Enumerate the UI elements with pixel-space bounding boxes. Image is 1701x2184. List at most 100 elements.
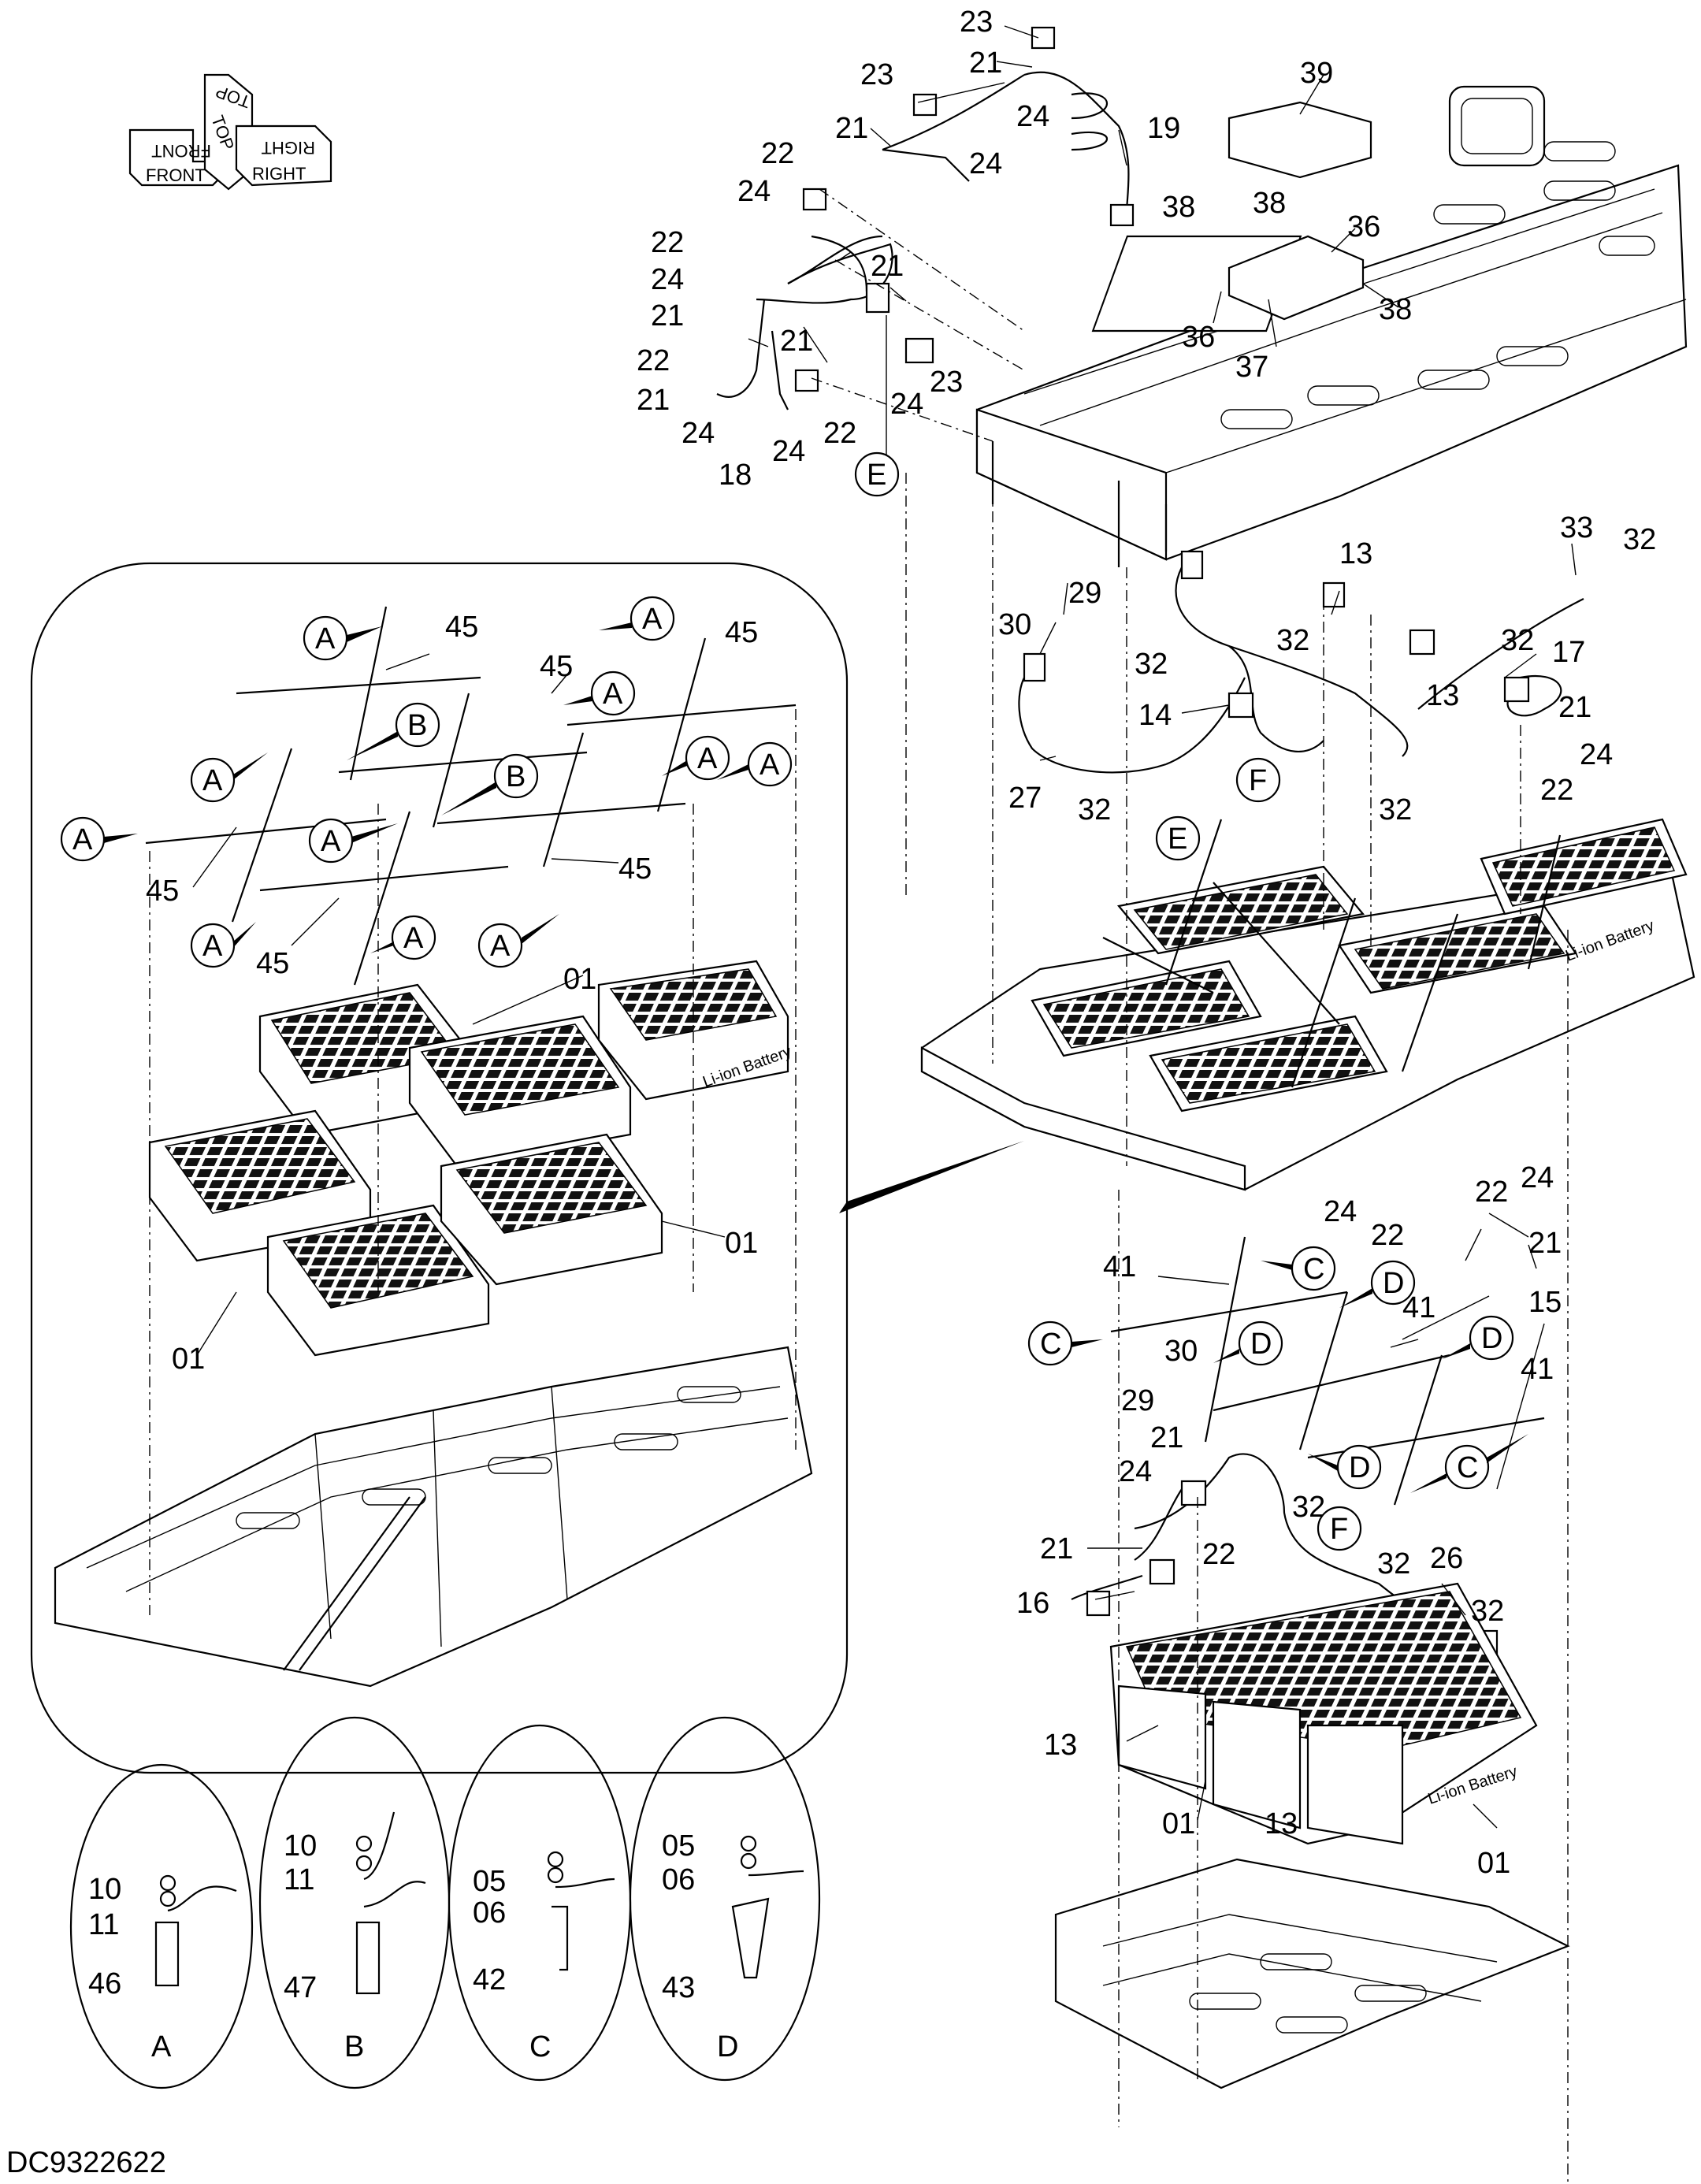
svg-text:D: D [1481,1322,1502,1355]
label-24: 24 [651,263,684,296]
svg-text:A: A [603,678,623,711]
label-14: 14 [1138,699,1172,732]
label-32: 32 [1078,793,1111,826]
label-01: 01 [563,963,596,996]
part-39-box [1227,101,1372,179]
label-21: 21 [871,250,904,283]
label-22: 22 [651,226,684,259]
svg-text:A: A [72,823,93,856]
label-13: 13 [1265,1807,1298,1840]
label-18: 18 [719,459,752,492]
svg-text:D: D [1383,1267,1404,1300]
label-21: 21 [1558,691,1591,724]
label-11: 11 [284,1863,314,1896]
label-30: 30 [1164,1335,1198,1368]
ref-bubble-b: B [395,702,440,748]
label-45: 45 [618,852,652,886]
ref-bubble-e: E [1155,815,1201,861]
ref-bubble-a: A [685,735,730,781]
svg-text:A: A [202,764,223,797]
label-13: 13 [1426,679,1459,712]
label-17: 17 [1552,636,1585,669]
label-32: 32 [1501,624,1534,657]
svg-text:B: B [506,760,526,793]
label-43: 43 [662,1971,695,2004]
label-22: 22 [1475,1176,1508,1209]
orientation-front-label: FRONT [146,165,206,185]
mid-harness [1018,550,1584,774]
svg-text:C: C [1303,1253,1324,1286]
label-30: 30 [998,608,1031,641]
label-38: 38 [1162,191,1195,224]
label-23: 23 [860,58,893,91]
label-24: 24 [1016,100,1049,133]
label-21: 21 [651,299,684,332]
lower-right-assembly: Li-ion Battery [1054,1236,1570,2089]
label-45: 45 [725,616,758,649]
label-46: 46 [88,1967,121,2000]
ref-bubble-a: A [391,915,436,960]
label-29: 29 [1121,1384,1154,1417]
label-05: 05 [662,1829,695,1863]
orientation-icon: FRONT TOP RIGHT FRONT TOP RIGHT [128,73,332,191]
label-33: 33 [1560,511,1593,544]
label-11: 11 [88,1908,119,1941]
ref-bubble-a: A [60,816,106,862]
svg-text:A: A [490,930,511,963]
svg-text:B: B [407,709,427,742]
label-22: 22 [1540,774,1573,807]
reference-bubbles: E F E F A A A B A B A A A A A A A C D C … [60,451,1528,1551]
detail-frame [54,1346,813,1688]
ref-bubble-a: A [747,741,793,787]
svg-text:A: A [642,603,663,636]
ref-bubble-b: B [493,753,539,799]
svg-text:A: A [697,742,718,775]
label-01: 01 [172,1343,205,1376]
detail-b [258,1716,451,2089]
ref-bubble-e: E [854,451,900,497]
ref-bubble-a: A [630,596,675,641]
part-37-bracket [1227,235,1365,321]
ref-bubble-a: A [308,818,354,864]
label-24: 24 [1521,1161,1554,1194]
label-22: 22 [1202,1538,1235,1571]
caption-a: A [151,2030,172,2063]
label-21: 21 [1528,1227,1562,1260]
label-45: 45 [540,650,573,683]
label-32: 32 [1135,648,1168,681]
label-24: 24 [1580,738,1613,771]
ref-bubble-c: C [1291,1246,1336,1291]
caption-c: C [529,2030,551,2063]
callout-leaders [192,25,1577,1829]
label-26: 26 [1430,1542,1463,1575]
detail-a [69,1763,254,2089]
orientation-right-mirror-label: RIGHT [262,138,315,158]
detail-box-battery-mounting: Li-ion Battery [30,562,1024,1774]
label-01: 01 [725,1227,758,1260]
label-45: 45 [445,611,478,644]
svg-text:A: A [321,825,341,858]
label-39: 39 [1300,57,1333,90]
label-21: 21 [969,46,1002,80]
label-19: 19 [1147,112,1180,145]
label-15: 15 [1528,1286,1562,1319]
label-06: 06 [473,1896,506,1930]
label-47: 47 [284,1971,317,2004]
label-32: 32 [1623,523,1656,556]
ref-bubble-f: F [1235,757,1281,803]
ref-bubble-a: A [303,615,348,661]
label-24: 24 [969,147,1002,180]
label-22: 22 [761,137,794,170]
orientation-right-label: RIGHT [252,164,306,184]
detail-captions: A B C D [151,2030,738,2063]
label-22: 22 [637,344,670,377]
label-16: 16 [1016,1587,1049,1620]
label-27: 27 [1008,782,1042,815]
ref-bubble-f: F [1317,1506,1362,1551]
ref-bubble-d: D [1370,1260,1416,1306]
label-06: 06 [662,1863,695,1896]
label-10: 10 [284,1829,317,1863]
label-01: 01 [1477,1847,1510,1880]
upper-frame-assembly [975,85,1688,567]
